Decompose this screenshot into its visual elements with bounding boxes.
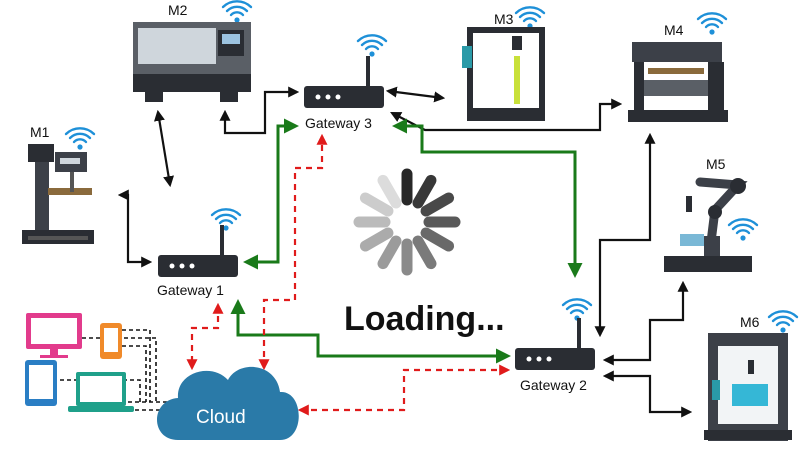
spinner-segment: [412, 235, 437, 270]
spinner-segment: [377, 235, 402, 270]
cloud[interactable]: Cloud: [157, 366, 299, 440]
phone-icon: [100, 323, 122, 359]
wifi-icon: [696, 12, 728, 36]
link-m5-g2: [602, 280, 689, 366]
wifi-icon: [727, 218, 759, 242]
link-g1-g3: [243, 118, 299, 270]
gateway-1[interactable]: Gateway 1: [157, 208, 242, 298]
wifi-icon: [210, 208, 242, 232]
link-cloud-g2: [297, 364, 511, 416]
machine-m3[interactable]: M3: [462, 6, 546, 121]
wifi-icon: [767, 310, 799, 334]
spinner-segment: [359, 192, 394, 217]
link-m1-g1: [117, 189, 153, 268]
gateway-2[interactable]: Gateway 2: [515, 298, 595, 393]
loading-spinner: [353, 168, 461, 276]
machine-m4[interactable]: M4: [628, 12, 728, 122]
machine-label-m3: M3: [494, 11, 514, 27]
wifi-icon: [561, 298, 593, 322]
wifi-icon: [514, 6, 546, 30]
gateway-label-3: Gateway 3: [305, 115, 372, 131]
machine-label-m1: M1: [30, 124, 50, 140]
link-m4-g2: [594, 132, 656, 338]
wifi-icon: [221, 0, 253, 24]
machine-m6[interactable]: M6: [704, 310, 799, 441]
spinner-segment: [412, 174, 437, 209]
spinner-segment: [377, 174, 402, 209]
machine-label-m4: M4: [664, 22, 684, 38]
user-devices: [25, 313, 134, 412]
loading-text: Loading...: [344, 300, 505, 338]
link-cloud-g3: [258, 133, 328, 371]
gateway-3[interactable]: Gateway 3: [304, 34, 388, 131]
laptop-icon: [68, 372, 134, 412]
machine-label-m2: M2: [168, 2, 188, 18]
gateway-label-1: Gateway 1: [157, 282, 224, 298]
spinner-segment: [420, 227, 455, 252]
gateway-label-2: Gateway 2: [520, 377, 587, 393]
wifi-icon: [356, 34, 388, 58]
machine-m1[interactable]: M1: [22, 124, 96, 244]
monitor-icon: [26, 313, 82, 358]
tablet-icon: [25, 360, 57, 406]
machine-m2[interactable]: M2: [133, 0, 253, 102]
router-icon: [304, 56, 384, 108]
machine-label-m5: M5: [706, 156, 726, 172]
link-m6-g2: [602, 370, 693, 418]
spinner-segment: [359, 227, 394, 252]
spinner-segment: [420, 192, 455, 217]
wifi-icon: [64, 127, 96, 151]
cloud-label: Cloud: [196, 407, 246, 428]
link-m2-g1: [154, 109, 174, 188]
machine-label-m6: M6: [740, 314, 760, 330]
machine-m5[interactable]: M5: [664, 156, 759, 272]
link-m3-g3: [385, 86, 446, 103]
link-g3-g2: [392, 118, 583, 278]
router-icon: [515, 318, 595, 370]
cloud-links: [186, 133, 511, 416]
router-icon: [158, 225, 238, 277]
link-cloud-g1: [186, 302, 224, 371]
